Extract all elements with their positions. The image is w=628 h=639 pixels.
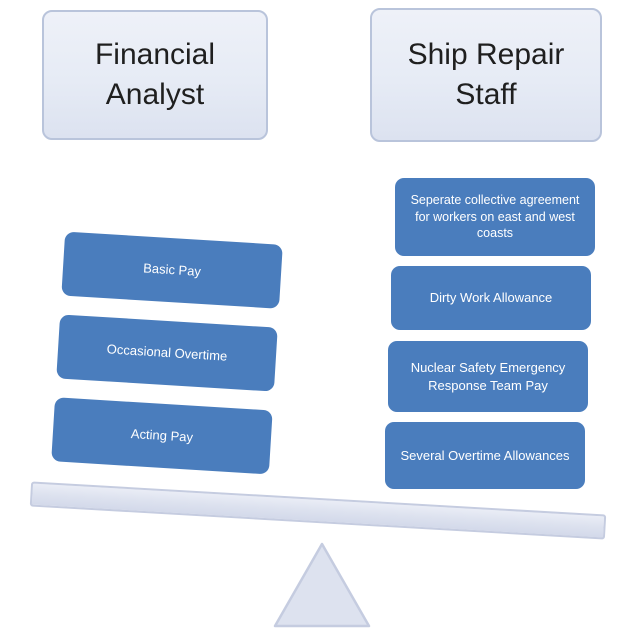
collective-agreement-box: Seperate collective agreement for worker… — [395, 178, 595, 256]
financial-analyst-items: Basic Pay Occasional Overtime Acting Pay — [51, 231, 283, 475]
nuclear-safety-pay-box: Nuclear Safety Emergency Response Team P… — [388, 341, 588, 412]
dirty-work-allowance-box: Dirty Work Allowance — [391, 266, 591, 330]
ship-repair-staff-items: Seperate collective agreement for worker… — [385, 178, 595, 489]
overtime-allowances-box: Several Overtime Allowances — [385, 422, 585, 489]
basic-pay-box: Basic Pay — [61, 231, 283, 309]
acting-pay-box: Acting Pay — [51, 397, 273, 475]
ship-repair-staff-panel: Ship Repair Staff — [370, 8, 602, 142]
balance-beam — [29, 481, 607, 540]
occasional-overtime-box: Occasional Overtime — [56, 314, 278, 392]
fulcrum-triangle — [273, 542, 371, 628]
financial-analyst-panel: Financial Analyst — [42, 10, 268, 140]
